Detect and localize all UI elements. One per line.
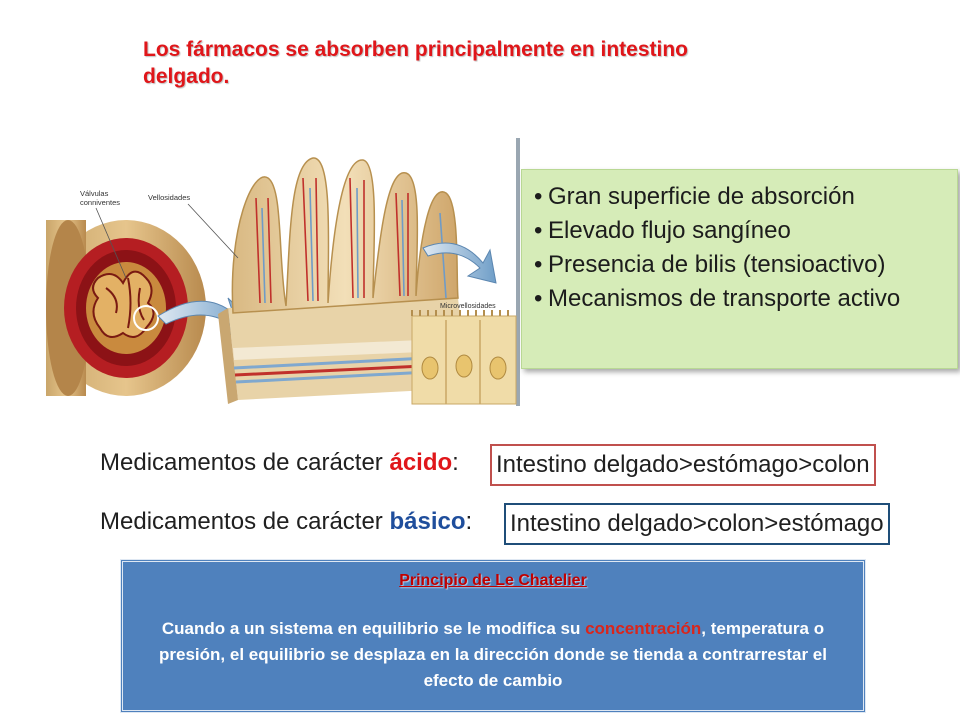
acid-route-box: Intestino delgado>estómago>colon	[490, 444, 876, 486]
acid-keyword: ácido	[389, 449, 453, 476]
zoom-arrow	[422, 242, 497, 284]
label-valvulas: Válvulas	[80, 189, 109, 198]
basic-keyword: básico	[389, 508, 466, 535]
basic-colon: :	[465, 508, 473, 535]
benefit-item: •Gran superficie de absorción	[534, 183, 855, 210]
benefit-item: •Presencia de bilis (tensioactivo)	[534, 251, 886, 278]
le-chatelier-box: Principio de Le Chatelier Cuando a un si…	[120, 559, 866, 713]
basic-prefix: Medicamentos de carácter	[100, 508, 390, 535]
acid-prefix: Medicamentos de carácter	[100, 449, 390, 476]
acid-colon: :	[452, 449, 459, 476]
principle-text: Cuando a un sistema en equilibrio se le …	[159, 619, 827, 690]
label-microvellosidades: Microvellosidades	[440, 303, 496, 310]
principle-highlight: concentración	[585, 619, 702, 638]
intestine-illustration: Válvulas conniventes Vellosidades Microv…	[28, 138, 520, 406]
basic-drugs-row: Medicamentos de carácter básico:	[100, 508, 472, 536]
acid-drugs-row: Medicamentos de carácter ácido:	[100, 449, 459, 477]
benefit-item: •Mecanismos de transporte activo	[534, 285, 901, 312]
benefits-box: •Gran superficie de absorción •Elevado f…	[521, 169, 958, 369]
villi-block	[218, 157, 468, 404]
principle-heading: Principio de Le Chatelier	[399, 572, 587, 589]
benefits-list: •Gran superficie de absorción •Elevado f…	[534, 180, 947, 316]
label-conniventes: conniventes	[80, 198, 120, 207]
slide-title: Los fármacos se absorben principalmente …	[143, 38, 688, 88]
label-vellosidades: Vellosidades	[148, 193, 190, 202]
basic-route-box: Intestino delgado>colon>estómago	[504, 503, 890, 545]
benefit-item: •Elevado flujo sangíneo	[534, 217, 791, 244]
microvilli-cells	[411, 310, 517, 405]
intestine-tube	[46, 220, 206, 396]
